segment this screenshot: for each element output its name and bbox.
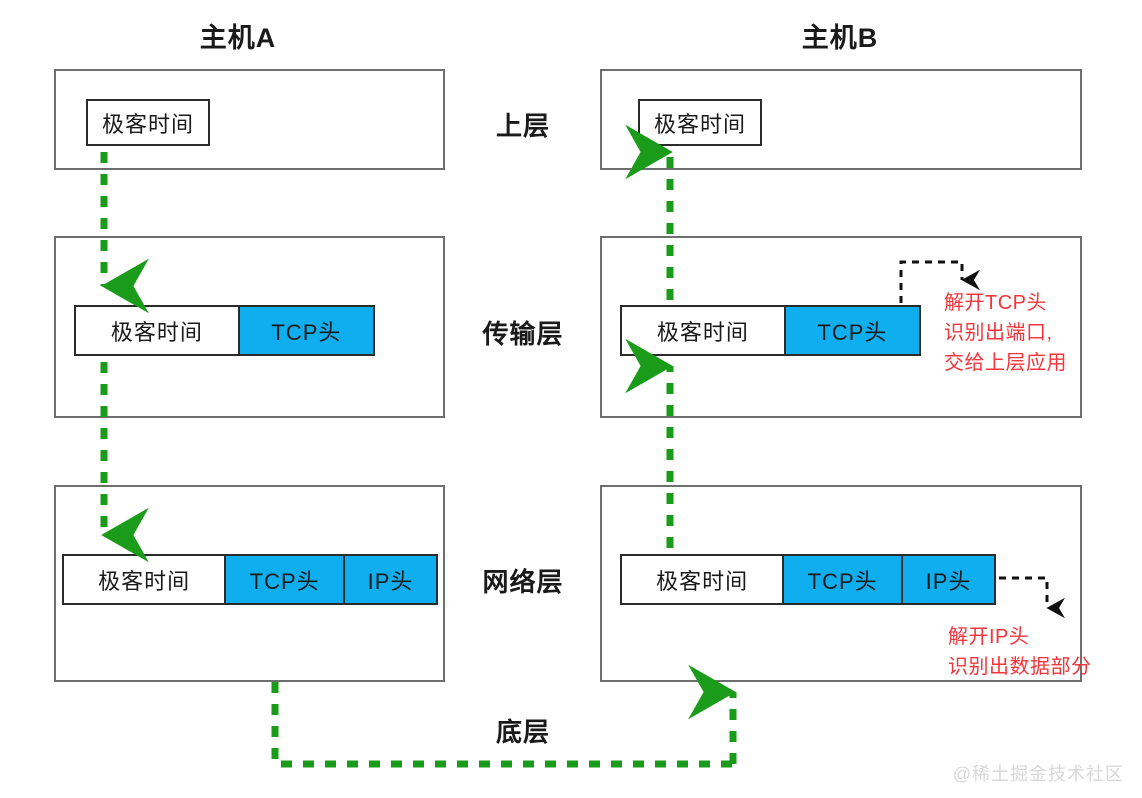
annotation-line: 交给上层应用 bbox=[944, 352, 1067, 374]
host-b-title: 主机B bbox=[801, 23, 879, 53]
host-b-network-packet: 极客时间 TCP头 IP头 bbox=[620, 554, 996, 605]
layer-label-upper: 上层 bbox=[495, 111, 550, 141]
layer-label-transport: 传输层 bbox=[482, 319, 564, 349]
host-a-network-packet: 极客时间 TCP头 IP头 bbox=[62, 554, 438, 605]
watermark: @稀土掘金技术社区 bbox=[952, 764, 1124, 784]
layer-label-network: 网络层 bbox=[482, 567, 564, 597]
host-a-title: 主机A bbox=[199, 23, 277, 53]
host-a-upper-packet-data: 极客时间 bbox=[86, 99, 210, 146]
annotation-network-decapsulate: 解开IP头 识别出数据部分 bbox=[948, 622, 1092, 682]
packet-segment-tcp-header: TCP头 bbox=[782, 556, 901, 603]
packet-segment-data: 极客时间 bbox=[76, 307, 238, 354]
packet-segment-data: 极客时间 bbox=[64, 556, 225, 603]
packet-segment-tcp-header: TCP头 bbox=[237, 307, 373, 354]
host-b-upper-packet-data: 极客时间 bbox=[638, 99, 762, 146]
annotation-line: 解开IP头 bbox=[948, 626, 1030, 648]
packet-segment-ip-header: IP头 bbox=[901, 556, 995, 603]
layer-label-link: 底层 bbox=[495, 717, 550, 747]
host-b-transport-packet: 极客时间 TCP头 bbox=[620, 305, 921, 356]
annotation-line: 识别出数据部分 bbox=[948, 656, 1092, 678]
host-a-transport-packet: 极客时间 TCP头 bbox=[74, 305, 375, 356]
annotation-transport-decapsulate: 解开TCP头 识别出端口, 交给上层应用 bbox=[944, 288, 1067, 378]
packet-segment-ip-header: IP头 bbox=[343, 556, 437, 603]
annotation-line: 解开TCP头 bbox=[944, 292, 1047, 314]
packet-segment-tcp-header: TCP头 bbox=[224, 556, 343, 603]
packet-segment-tcp-header: TCP头 bbox=[783, 307, 919, 354]
packet-segment-data: 极客时间 bbox=[622, 556, 783, 603]
packet-segment-data: 极客时间 bbox=[622, 307, 784, 354]
annotation-line: 识别出端口, bbox=[944, 322, 1053, 344]
